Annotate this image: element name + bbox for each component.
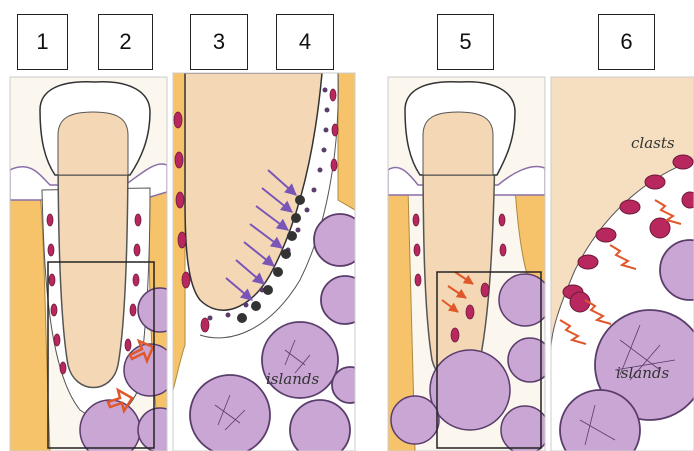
- dentin-crown: [58, 112, 128, 175]
- tooth-root: [58, 140, 128, 388]
- panel-3-tooth-overview: [388, 77, 552, 451]
- panel-1-tooth-overview: [10, 77, 182, 451]
- panel-2-zoom-ligament: islands: [173, 73, 369, 451]
- dentin-crown-panel3: [423, 112, 493, 175]
- bone-upper-right-panel2: [338, 73, 355, 210]
- panel-4-zoom-resorption: islands clasts: [551, 77, 694, 451]
- islands-label-panel4: islands: [616, 364, 669, 382]
- clasts-label: clasts: [631, 134, 675, 152]
- islands-label-panel2: islands: [266, 370, 319, 388]
